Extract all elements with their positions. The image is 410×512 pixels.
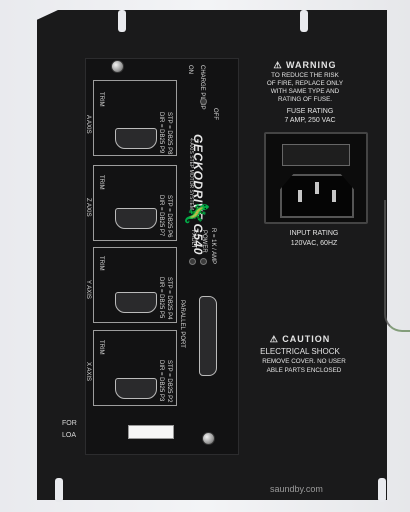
card-screw-top [111, 60, 124, 73]
fuse-rating-title: FUSE RATING [286, 108, 334, 115]
warning-line: OF FIRE, REPLACE ONLY [266, 80, 344, 87]
stp-label: STP = DB25 P4 [166, 277, 172, 320]
power-label: POWER [201, 230, 207, 253]
trim-label: TRIM [98, 92, 104, 107]
stp-label: STP = DB25 P2 [166, 360, 172, 403]
fault-label: FAULT [190, 230, 196, 249]
caution-heading-text: CAUTION [282, 334, 331, 344]
card-screw-bottom [202, 432, 215, 445]
mounting-slot-right [300, 10, 308, 32]
db9-connector-x[interactable] [115, 378, 157, 399]
charge-pump-led [200, 98, 207, 105]
driver-card [85, 58, 239, 455]
axis-label: A AXIS [85, 115, 91, 134]
mounting-slot-bottom-left [55, 478, 63, 502]
status-off-label: OFF [212, 108, 218, 120]
db9-connector-a[interactable] [115, 128, 157, 149]
status-on-label: ON [187, 65, 193, 74]
inlet-pin [298, 190, 302, 202]
caution-line: REMOVE COVER. NO USER [262, 358, 346, 365]
caution-line: ELECTRICAL SHOCK [260, 347, 340, 356]
db9-connector-z[interactable] [115, 208, 157, 229]
trim-label: TRIM [98, 175, 104, 190]
warning-heading: ⚠ WARNING [240, 60, 370, 71]
ground-wire [384, 200, 410, 332]
stp-label: STP = DB25 P8 [166, 112, 172, 155]
axis-box [93, 330, 177, 406]
parallel-port-label: PARALLEL PORT [179, 300, 185, 348]
warning-heading-text: WARNING [286, 60, 337, 70]
parallel-port-connector[interactable] [199, 296, 217, 376]
inlet-pin [332, 190, 336, 202]
resistor-label: R = 1K / AMP [210, 228, 216, 265]
stp-label: STP = DB25 P6 [166, 195, 172, 238]
axis-box [93, 247, 177, 323]
watermark: saundby.com [270, 484, 323, 494]
warning-line: RATING OF FUSE. [277, 96, 333, 103]
dir-label: DIR = DB25 P7 [158, 195, 164, 237]
axis-label: X AXIS [85, 362, 91, 382]
warning-line: TO REDUCE THE RISK [271, 72, 339, 79]
dir-label: DIR = DB25 P3 [158, 360, 164, 402]
input-rating-value: 120VAC, 60HZ [290, 240, 338, 247]
axis-box [93, 80, 177, 156]
axis-label: Z AXIS [85, 198, 91, 217]
side-text-1: FOR [62, 420, 77, 427]
fuse-rating-value: 7 AMP, 250 VAC [284, 117, 336, 124]
warning-line: WITH SAME TYPE AND [270, 88, 340, 95]
input-rating-title: INPUT RATING [289, 230, 339, 237]
dir-label: DIR = DB25 P5 [158, 277, 164, 319]
mounting-slot-left [118, 10, 126, 32]
mounting-slot-bottom-right [378, 478, 386, 502]
power-led [200, 258, 207, 265]
caution-line: ABLE PARTS ENCLOSED [266, 367, 342, 374]
trim-label: TRIM [98, 340, 104, 355]
dir-label: DIR = DB25 P9 [158, 112, 164, 154]
db9-connector-y[interactable] [115, 292, 157, 313]
gecko-logo-icon: 🦎 [184, 199, 210, 227]
fault-led [189, 258, 196, 265]
power-entry-module [264, 132, 368, 224]
inlet-pin [315, 182, 319, 194]
fuse-drawer[interactable] [282, 144, 350, 166]
iec-power-inlet[interactable] [280, 174, 354, 218]
warning-icon: ⚠ [273, 60, 283, 70]
caution-icon: ⚠ [269, 334, 279, 344]
axis-label: Y AXIS [85, 280, 91, 299]
side-text-2: LOA [62, 432, 77, 439]
axis-box [93, 165, 177, 241]
trim-label: TRIM [98, 256, 104, 271]
caution-heading: ⚠ CAUTION [240, 334, 360, 345]
card-label-sticker [128, 425, 174, 439]
